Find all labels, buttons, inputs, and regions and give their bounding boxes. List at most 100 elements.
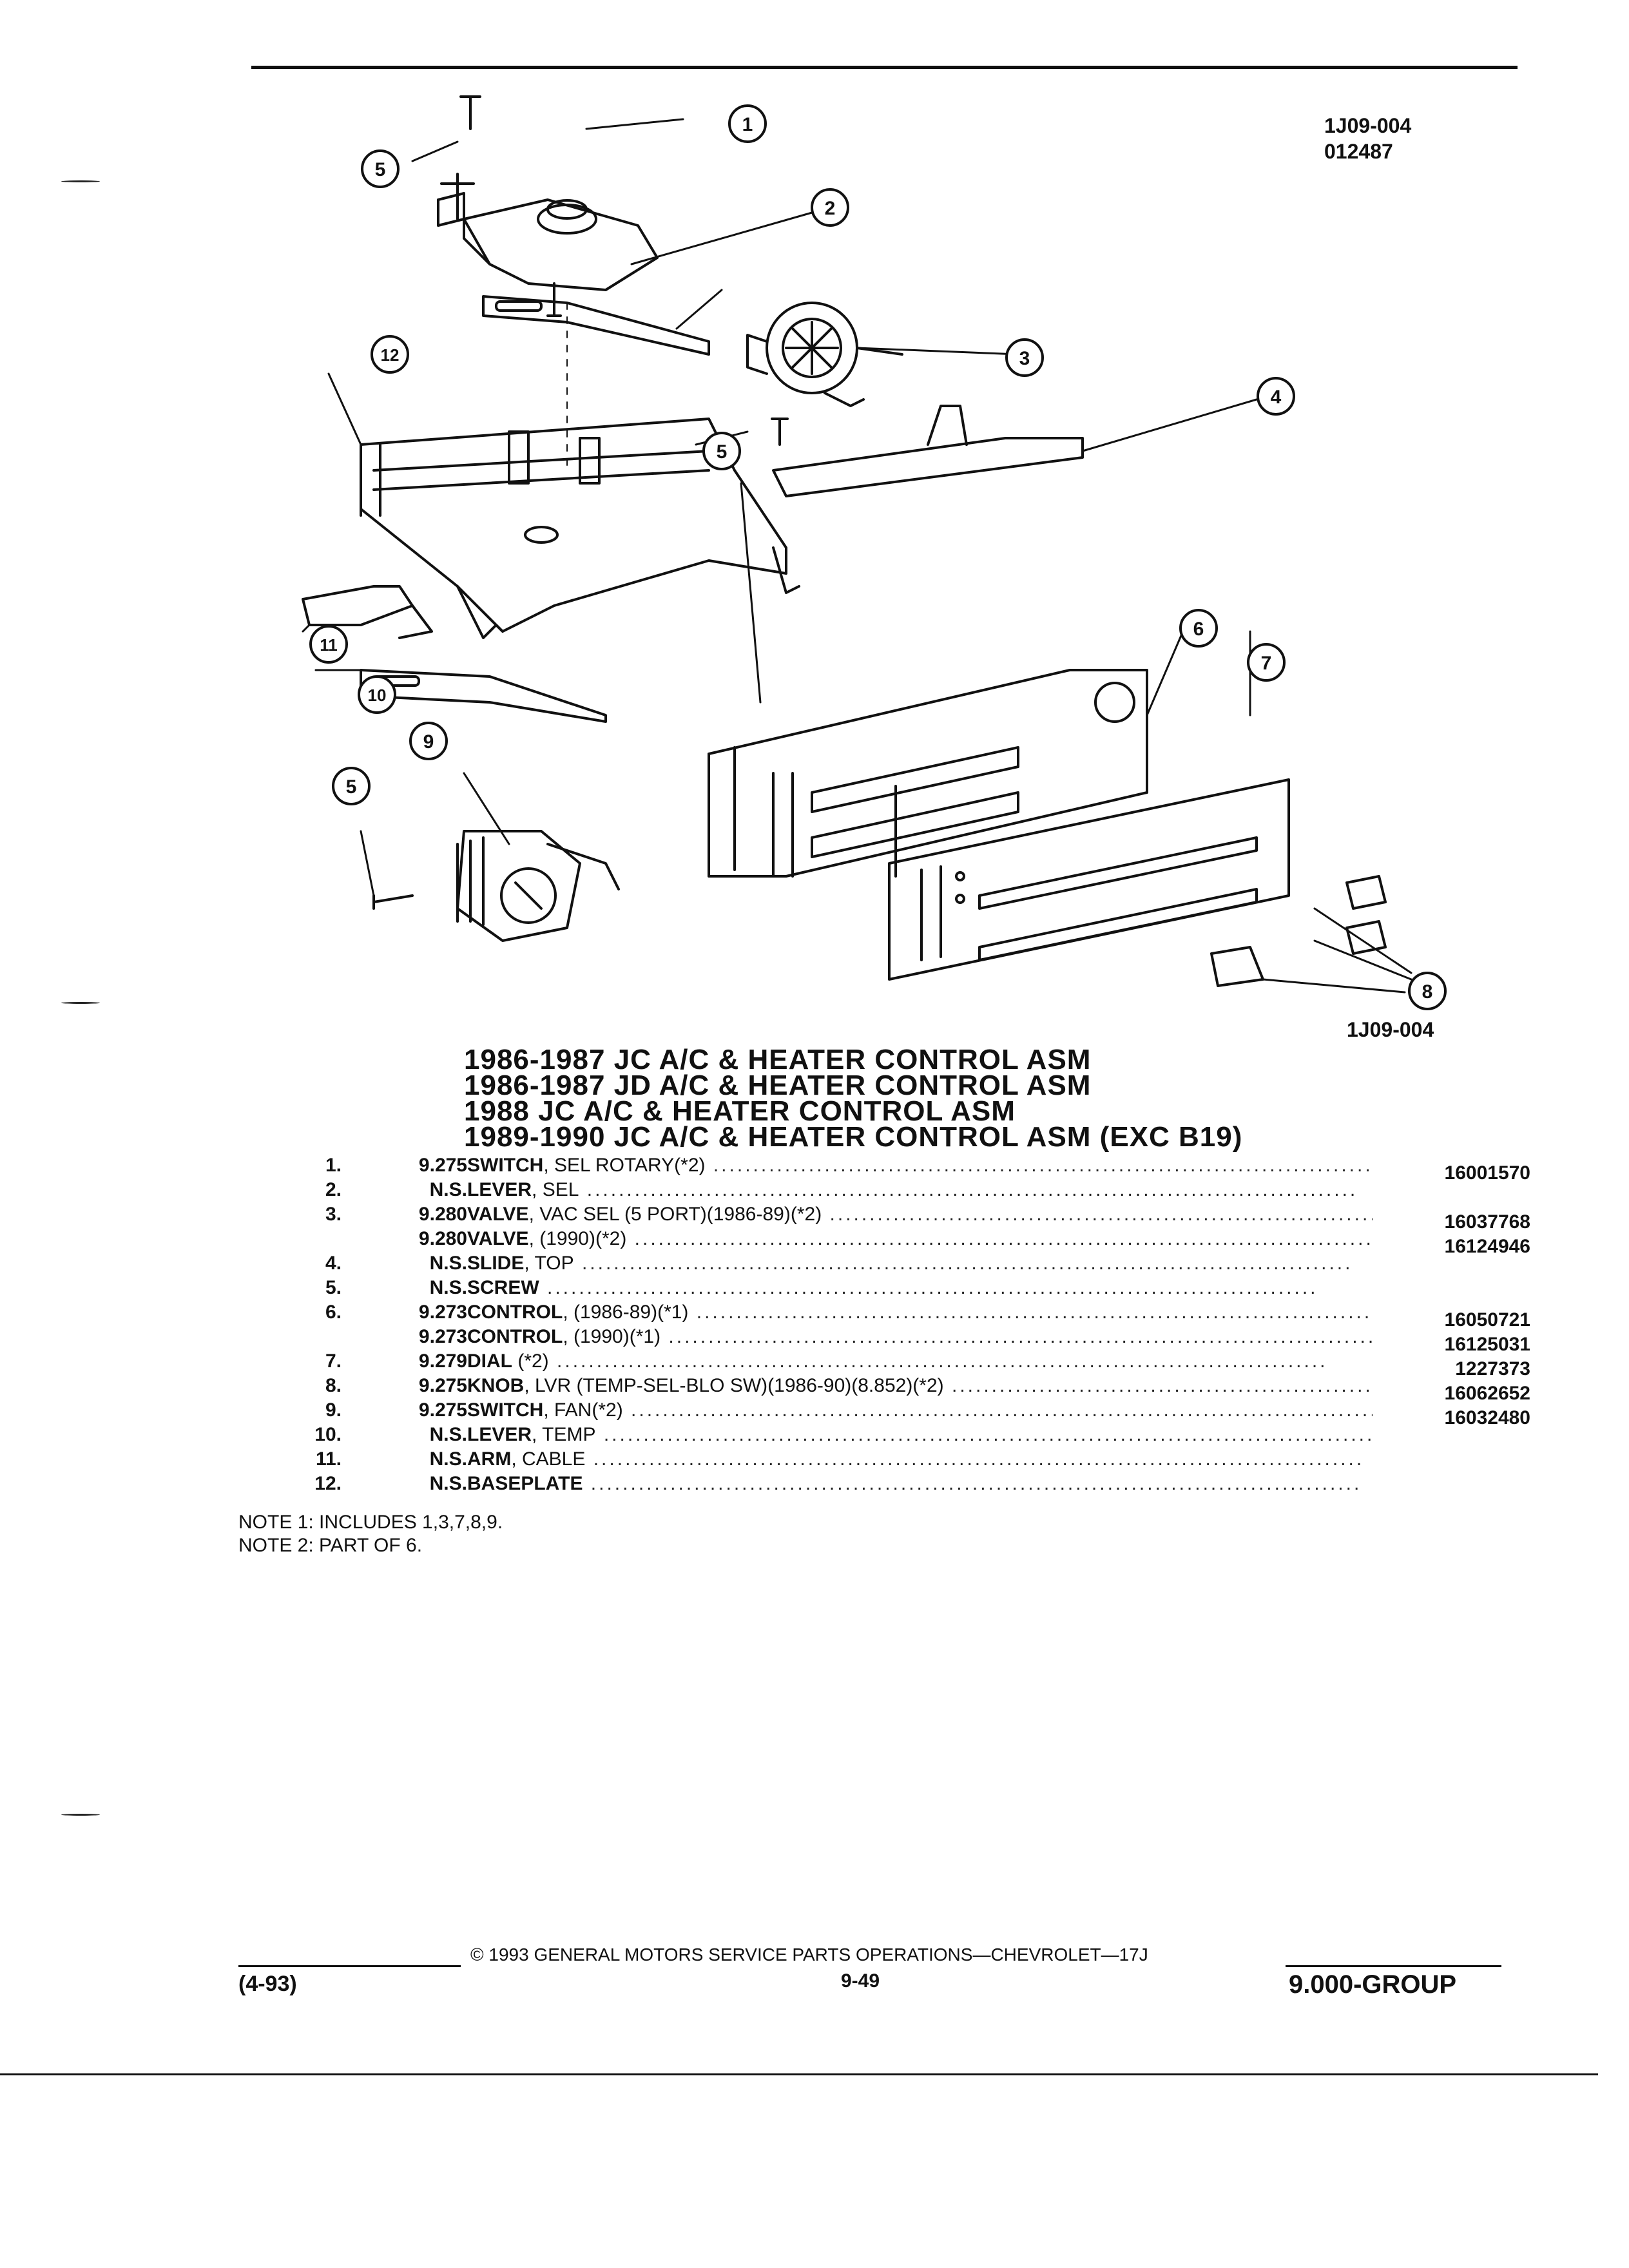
footer-page-number: 9-49 bbox=[841, 1970, 880, 1992]
part-row: 2. N.S. LEVER, SEL .....................… bbox=[251, 1178, 1514, 1202]
callout-5c: 5 bbox=[332, 767, 371, 805]
part-row: 4. N.S. SLIDE, TOP .....................… bbox=[251, 1251, 1514, 1276]
callout-12: 12 bbox=[371, 335, 409, 374]
part-description: SCREW ..................................… bbox=[467, 1277, 1318, 1298]
item-number: 9. bbox=[325, 1399, 342, 1421]
margin-mark bbox=[61, 1814, 100, 1816]
part-9-fan-switch bbox=[456, 830, 620, 942]
item-number: 8. bbox=[325, 1375, 342, 1396]
item-number: 11. bbox=[315, 1448, 342, 1470]
svg-text:6: 6 bbox=[1193, 619, 1204, 640]
part-row: 1. 9.275 SWITCH, SEL ROTARY(*2) ........… bbox=[251, 1153, 1530, 1186]
note-1: NOTE 1: INCLUDES 1,3,7,8,9. bbox=[238, 1512, 503, 1533]
svg-text:2: 2 bbox=[825, 198, 836, 219]
part-description: CONTROL, (1986-89)(*1) .................… bbox=[467, 1302, 1468, 1323]
group-number: 9.275 bbox=[418, 1155, 467, 1176]
svg-text:3: 3 bbox=[1019, 348, 1030, 369]
svg-text:5: 5 bbox=[717, 441, 728, 463]
part-number: 16050721 bbox=[1373, 1308, 1530, 1332]
group-number: 9.275 bbox=[418, 1375, 467, 1396]
item-number: 3. bbox=[325, 1204, 342, 1225]
notes: NOTE 1: INCLUDES 1,3,7,8,9. NOTE 2: PART… bbox=[238, 1511, 503, 1557]
part-row: 9.273 CONTROL, (1990)(*1) ..............… bbox=[251, 1325, 1530, 1357]
item-number: 4. bbox=[325, 1253, 342, 1274]
footer-copyright: © 1993 GENERAL MOTORS SERVICE PARTS OPER… bbox=[470, 1945, 1148, 1965]
part-row: 7. 9.279 DIAL (*2) .....................… bbox=[251, 1349, 1530, 1381]
title-line-3: 1988 JC A/C & HEATER CONTROL ASM bbox=[464, 1095, 1016, 1127]
footer-rule-left bbox=[238, 1965, 461, 1967]
item-number: 5. bbox=[325, 1277, 342, 1298]
part-row: 8. 9.275 KNOB, LVR (TEMP-SEL-BLO SW)(198… bbox=[251, 1374, 1530, 1406]
part-row: 9.280 VALVE, (1990)(*2) ................… bbox=[251, 1227, 1530, 1259]
group-number: 9.280 bbox=[418, 1228, 467, 1249]
group-number: N.S. bbox=[429, 1473, 467, 1494]
part-number: 16001570 bbox=[1373, 1161, 1530, 1186]
part-6-control-housing bbox=[708, 669, 1148, 878]
part-row: 12. N.S. BASEPLATE .....................… bbox=[251, 1472, 1514, 1496]
svg-text:10: 10 bbox=[368, 686, 387, 705]
figure-date-code: 012487 bbox=[1324, 140, 1393, 163]
diagram-svg: 1 2 3 4 5 5 5 6 7 8 9 10 11 12 bbox=[302, 95, 1447, 1010]
group-number: 9.280 bbox=[418, 1204, 467, 1225]
svg-text:8: 8 bbox=[1422, 981, 1433, 1003]
part-2-lever bbox=[482, 295, 710, 471]
part-description: SLIDE, TOP .............................… bbox=[467, 1253, 1353, 1274]
item-number: 10. bbox=[314, 1424, 342, 1445]
callout-4: 4 bbox=[1257, 377, 1295, 416]
part-5-screws bbox=[372, 95, 789, 910]
group-number: 9.273 bbox=[418, 1326, 467, 1347]
svg-text:11: 11 bbox=[320, 635, 338, 655]
svg-text:12: 12 bbox=[381, 345, 400, 365]
part-description: CONTROL, (1990)(*1) ....................… bbox=[467, 1326, 1440, 1347]
item-number: 6. bbox=[325, 1302, 342, 1323]
title-line-4: 1989-1990 JC A/C & HEATER CONTROL ASM (E… bbox=[464, 1121, 1243, 1153]
svg-text:9: 9 bbox=[423, 731, 434, 753]
title-line-1: 1986-1987 JC A/C & HEATER CONTROL ASM bbox=[464, 1044, 1092, 1075]
part-number: 16032480 bbox=[1373, 1406, 1530, 1430]
callout-8: 8 bbox=[1408, 972, 1447, 1010]
callout-6: 6 bbox=[1179, 609, 1218, 648]
parts-list: 1. 9.275 SWITCH, SEL ROTARY(*2) ........… bbox=[251, 1153, 1530, 1496]
group-number: 9.275 bbox=[418, 1399, 467, 1421]
margin-mark bbox=[61, 180, 100, 182]
callout-7: 7 bbox=[1247, 643, 1286, 682]
callout-5a: 5 bbox=[361, 149, 400, 188]
callout-labels: 1 2 3 4 5 5 5 6 7 8 9 10 11 12 bbox=[309, 104, 1447, 1010]
part-10-lever bbox=[360, 669, 607, 723]
group-number: N.S. bbox=[429, 1448, 467, 1470]
item-number: 12. bbox=[314, 1473, 342, 1494]
callout-2: 2 bbox=[811, 188, 849, 227]
part-number: 16125031 bbox=[1373, 1332, 1530, 1357]
part-description: DIAL (*2) ..............................… bbox=[467, 1350, 1328, 1372]
group-number: 9.279 bbox=[418, 1350, 467, 1372]
part-description: ARM, CABLE .............................… bbox=[467, 1448, 1365, 1470]
svg-text:5: 5 bbox=[375, 159, 386, 180]
callout-10: 10 bbox=[358, 675, 396, 714]
section-titles: 1986-1987 JC A/C & HEATER CONTROL ASM 19… bbox=[464, 1044, 1243, 1153]
callout-9: 9 bbox=[409, 722, 448, 760]
part-row: 11. N.S. ARM, CABLE ....................… bbox=[251, 1447, 1514, 1472]
title-line-2: 1986-1987 JD A/C & HEATER CONTROL ASM bbox=[464, 1070, 1092, 1101]
item-number: 1. bbox=[325, 1155, 342, 1176]
svg-text:4: 4 bbox=[1271, 387, 1282, 408]
part-description: LEVER, SEL .............................… bbox=[467, 1179, 1358, 1200]
footer-group: 9.000-GROUP bbox=[1289, 1970, 1457, 1999]
svg-text:5: 5 bbox=[346, 776, 357, 798]
group-number: N.S. bbox=[429, 1253, 467, 1274]
part-7-dial bbox=[888, 778, 1290, 981]
exploded-parts-diagram: 1 2 3 4 5 5 5 6 7 8 9 10 11 12 bbox=[245, 71, 1534, 1050]
group-number: N.S. bbox=[429, 1179, 467, 1200]
part-description: VALVE, (1990)(*2) ......................… bbox=[467, 1228, 1406, 1249]
part-description: BASEPLATE ..............................… bbox=[467, 1473, 1362, 1494]
part-1-rotary-switch bbox=[437, 173, 659, 317]
part-row: 10. N.S. LEVER, TEMP ...................… bbox=[251, 1423, 1514, 1447]
part-description: SWITCH, SEL ROTARY(*2) .................… bbox=[467, 1155, 1485, 1176]
part-3-valve bbox=[746, 302, 903, 407]
item-number: 2. bbox=[325, 1179, 342, 1200]
part-description: KNOB, LVR (TEMP-SEL-BLO SW)(1986-90)(8.8… bbox=[467, 1375, 1492, 1396]
group-number: N.S. bbox=[429, 1424, 467, 1445]
part-row: 3. 9.280 VALVE, VAC SEL (5 PORT)(1986-89… bbox=[251, 1202, 1530, 1235]
leader-lines bbox=[302, 118, 1412, 994]
footer-rule-right bbox=[1286, 1965, 1501, 1967]
callout-11: 11 bbox=[309, 625, 348, 664]
